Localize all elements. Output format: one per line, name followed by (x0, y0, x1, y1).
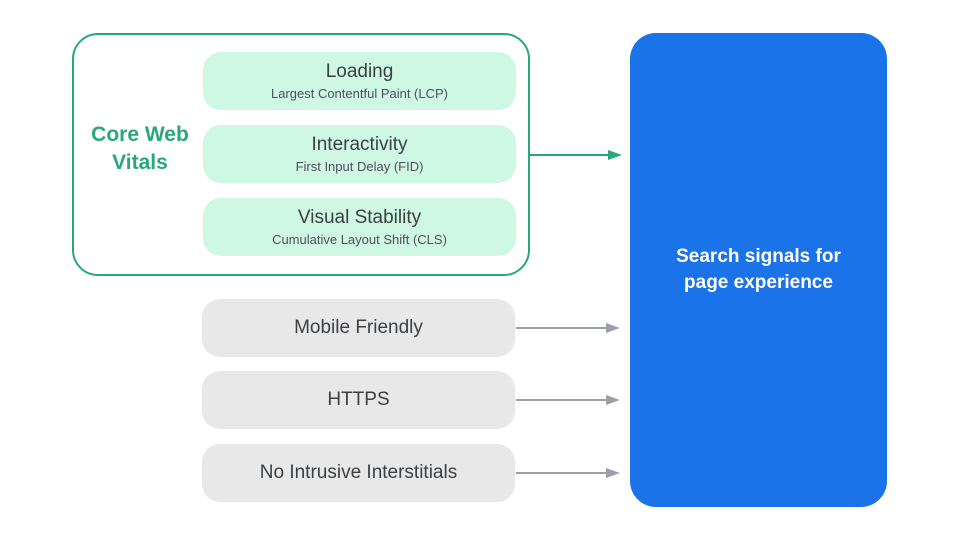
signal-label-https: HTTPS (327, 389, 390, 410)
arrow-mobile-friendly (516, 323, 620, 333)
arrow-core-web-vitals (529, 150, 622, 160)
core-web-vitals-label: Core Web Vitals (91, 123, 189, 174)
vital-title-visual-stability: Visual Stability (297, 207, 422, 228)
vital-title-interactivity: Interactivity (311, 134, 408, 155)
search-signals-box: Search signals for page experience (630, 33, 887, 507)
signal-label-mobile-friendly: Mobile Friendly (294, 317, 423, 338)
arrow-no-intrusive-interstitials (516, 468, 620, 478)
signal-pill-no-intrusive-interstitials: No Intrusive Interstitials (202, 444, 515, 502)
vital-title-loading: Loading (325, 61, 394, 82)
vital-subtitle-lcp: Largest Contentful Paint (LCP) (270, 86, 449, 101)
vital-subtitle-fid: First Input Delay (FID) (295, 159, 424, 174)
signal-pill-https: HTTPS (202, 371, 515, 429)
vital-pill-visual-stability: Visual Stability Cumulative Layout Shift… (203, 198, 516, 256)
arrow-https (516, 395, 620, 405)
signal-label-no-intrusive-interstitials: No Intrusive Interstitials (259, 462, 458, 483)
vital-pill-interactivity: Interactivity First Input Delay (FID) (203, 125, 516, 183)
signal-pill-mobile-friendly: Mobile Friendly (202, 299, 515, 357)
vital-subtitle-cls: Cumulative Layout Shift (CLS) (272, 232, 447, 247)
search-signals-label: Search signals for page experience (676, 246, 841, 293)
vital-pill-loading: Loading Largest Contentful Paint (LCP) (203, 52, 516, 110)
